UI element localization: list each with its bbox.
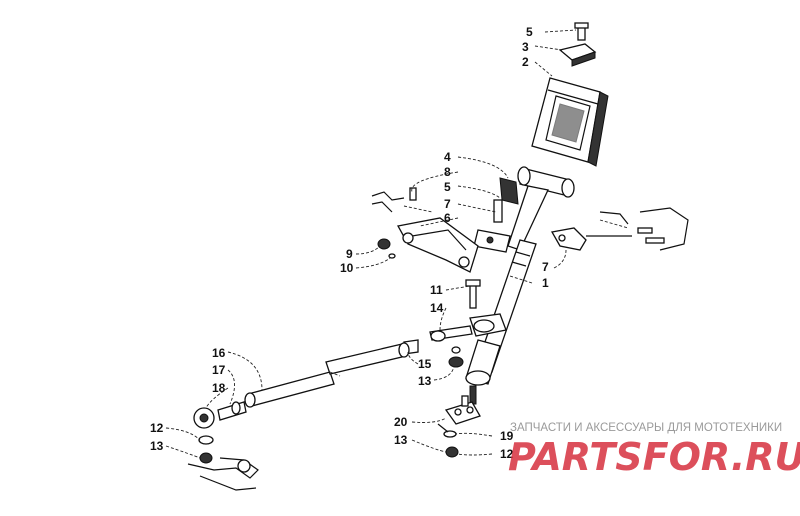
callout-18: 18 bbox=[212, 381, 226, 395]
callout-16: 16 bbox=[212, 346, 226, 360]
callout-10: 10 bbox=[340, 261, 354, 275]
callout-17: 17 bbox=[212, 363, 226, 377]
callout-15: 15 bbox=[418, 357, 432, 371]
left-chassis-outline bbox=[371, 191, 433, 213]
left-tie-rod-end bbox=[187, 401, 259, 491]
callout-13-mid: 13 bbox=[418, 374, 432, 388]
callout-5-top: 5 bbox=[526, 25, 533, 39]
callout-7-left: 7 bbox=[444, 197, 451, 211]
callout-7-right: 7 bbox=[542, 260, 549, 274]
callout-14: 14 bbox=[430, 301, 444, 315]
callout-8: 8 bbox=[444, 165, 451, 179]
callout-11: 11 bbox=[430, 283, 443, 297]
leader-lines bbox=[165, 29, 577, 459]
callout-2: 2 bbox=[522, 55, 529, 69]
lower-steering-arm bbox=[437, 395, 481, 458]
callout-13-left: 13 bbox=[150, 439, 164, 453]
upper-post-bracket bbox=[473, 177, 519, 253]
callout-labels: 5 3 2 4 8 5 7 6 9 10 7 1 11 14 16 17 18 … bbox=[150, 25, 549, 461]
handlebar-bolt bbox=[574, 22, 589, 41]
callout-12-right: 12 bbox=[500, 447, 514, 461]
callout-6: 6 bbox=[444, 211, 451, 225]
watermark-subtitle: ЗАПЧАСТИ И АКСЕССУАРЫ ДЛЯ МОТОТЕХНИКИ bbox=[510, 422, 782, 434]
handlebar-pad bbox=[531, 77, 609, 167]
steering-post bbox=[465, 166, 575, 405]
callout-9: 9 bbox=[346, 247, 353, 261]
watermark: ЗАПЧАСТИ И АКСЕССУАРЫ ДЛЯ МОТОТЕХНИКИ PA… bbox=[508, 422, 800, 479]
left-support-bracket bbox=[377, 187, 479, 273]
callout-3: 3 bbox=[522, 40, 529, 54]
callout-5-mid: 5 bbox=[444, 180, 451, 194]
handlebar-cap bbox=[558, 43, 597, 67]
callout-20: 20 bbox=[394, 415, 408, 429]
callout-12-left: 12 bbox=[150, 421, 164, 435]
callout-4: 4 bbox=[444, 150, 451, 164]
callout-13-right: 13 bbox=[394, 433, 408, 447]
callout-1: 1 bbox=[542, 276, 549, 290]
tie-rod bbox=[244, 342, 410, 408]
watermark-brand: PARTSFOR.RU bbox=[508, 435, 800, 479]
callout-19: 19 bbox=[500, 429, 514, 443]
right-support-bracket bbox=[550, 207, 689, 251]
